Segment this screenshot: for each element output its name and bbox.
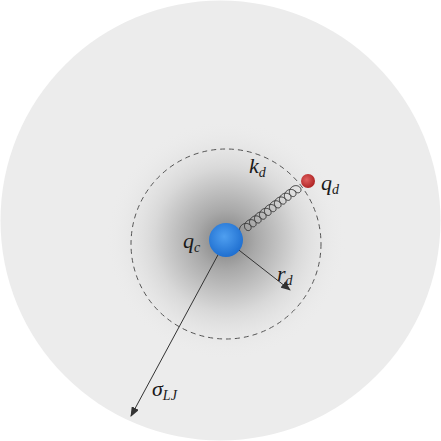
core-particle: [209, 223, 243, 257]
subscript: LJ: [163, 388, 177, 403]
symbol: r: [277, 261, 286, 286]
electron-cloud: [101, 115, 351, 365]
spring-coil: [240, 186, 301, 232]
subscript: c: [194, 240, 200, 255]
spring-constant-label: kd: [249, 155, 266, 180]
spring: [240, 186, 301, 232]
drude-particle: [301, 174, 315, 188]
core-charge-label: qc: [183, 230, 200, 255]
drude-radius-label: rd: [277, 263, 293, 288]
subscript: d: [286, 273, 293, 288]
drude-radius-circle: [131, 149, 321, 339]
drude-charge-label: qd: [321, 172, 339, 197]
symbol: σ: [152, 376, 163, 401]
symbol: q: [183, 228, 194, 253]
lj-sigma-label: σLJ: [152, 378, 177, 403]
symbol: q: [321, 170, 332, 195]
sigma-arrow: [131, 240, 226, 416]
subscript: d: [259, 165, 266, 180]
subscript: d: [332, 182, 339, 197]
symbol: k: [249, 153, 259, 178]
